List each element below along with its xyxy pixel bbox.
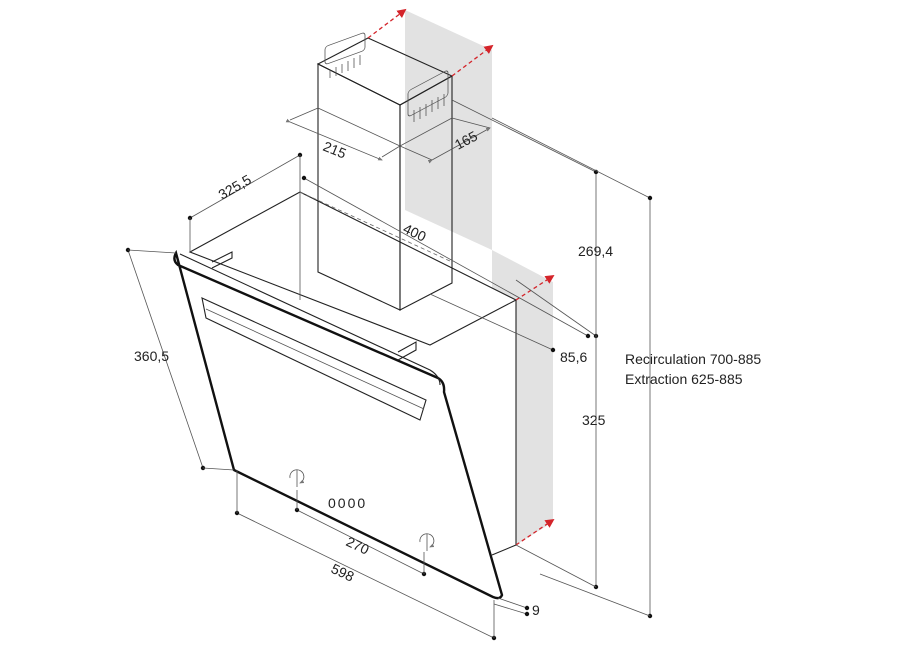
dim-body-depth: 325,5 <box>187 152 303 252</box>
note-extraction: Extraction 625-885 <box>625 371 743 387</box>
dim-325-5: 325,5 <box>216 171 255 202</box>
dim-9: 9 <box>532 602 540 618</box>
wall-shadow-upper <box>405 10 492 250</box>
glass-panel: 0000 <box>173 249 504 600</box>
control-display: 0000 <box>328 495 367 511</box>
dim-total-height: Recirculation 700-885 Extraction 625-885 <box>491 117 761 619</box>
arrow-body-bottom <box>515 518 555 546</box>
dim-glass-height: 360,5 <box>125 247 235 471</box>
touch-control-right <box>419 533 435 551</box>
dim-325: 325 <box>582 412 606 428</box>
chimney <box>316 32 454 311</box>
note-recirculation: Recirculation 700-885 <box>625 351 761 367</box>
arrow-body-top <box>515 275 555 301</box>
dim-269-4: 269,4 <box>578 243 613 259</box>
arrow-top-right <box>451 44 494 77</box>
dim-85-6: 85,6 <box>560 349 587 365</box>
dim-215: 215 <box>321 138 349 162</box>
dim-wall-gap: 85,6 <box>429 279 599 365</box>
extraction-arrows <box>367 8 555 546</box>
vent-slots-left <box>324 32 366 78</box>
dim-360-5: 360,5 <box>134 348 169 364</box>
touch-control-left <box>289 469 305 487</box>
vent-slots-right <box>407 70 449 122</box>
dim-400: 400 <box>401 220 429 244</box>
arrow-top-left <box>367 8 407 39</box>
wall-shadow-lower <box>492 250 553 545</box>
dim-glass-thickness: 9 <box>493 597 540 618</box>
dim-chimney-width: 215 <box>285 107 401 162</box>
dim-vertical-stack: 269,4 325 <box>451 99 613 590</box>
dim-598: 598 <box>329 560 357 584</box>
dim-270: 270 <box>344 533 372 557</box>
